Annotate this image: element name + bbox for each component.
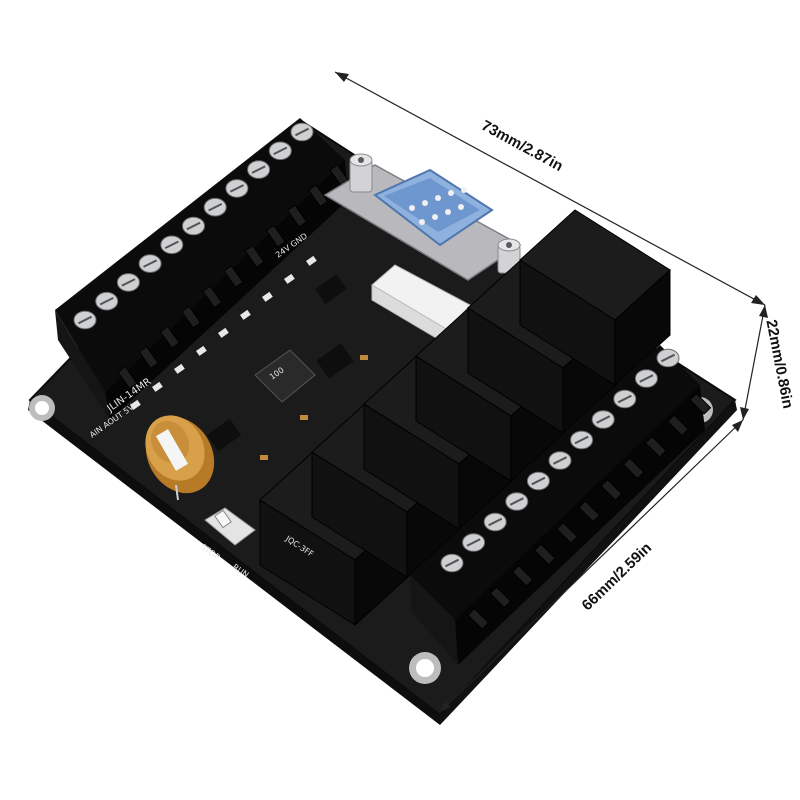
terminal-screw[interactable] [548,451,572,470]
dimension-line [742,304,766,421]
terminal-screw[interactable] [225,179,249,198]
led [196,345,207,356]
arrow-head [732,420,743,432]
db9-pin [458,204,464,210]
led [130,399,141,410]
terminal-screw[interactable] [138,254,162,273]
terminal-screw[interactable] [591,410,615,429]
db9-pin [435,195,441,201]
input-terminal-block [55,118,350,420]
arrow-head [751,295,765,305]
wire-slot [180,305,202,329]
db9-pin [461,187,467,193]
arrow-head [335,72,349,82]
led [284,273,295,284]
terminal-screw[interactable] [268,141,292,161]
height-label: 22mm/0.86in [762,318,796,410]
wire-slot [644,435,667,458]
db9-pin [432,214,438,220]
db9-pin [409,205,415,211]
wire-slot [578,500,601,523]
mounting-hole [29,395,55,421]
led [306,255,317,266]
led [217,327,229,338]
input-leds [130,255,317,410]
terminal-screw[interactable] [656,348,680,368]
length-label: 73mm/2.87in [479,117,566,175]
terminal-screw[interactable] [613,389,637,409]
terminal-screw[interactable] [160,235,184,255]
terminal-screw[interactable] [182,216,205,236]
terminal-screw[interactable] [440,553,464,573]
wire-slot [667,414,690,437]
wire-slot [286,204,308,228]
wire-slot [265,224,286,248]
db9-serial-connector [323,153,522,281]
wire-slot [308,184,329,208]
terminal-screw[interactable] [505,492,529,511]
wire-slot [622,457,645,480]
arrow-head [759,305,768,318]
white-header-connector [371,264,471,346]
terminal-screw[interactable] [526,471,550,491]
ic-chips [206,274,368,460]
terminal-screw[interactable] [247,160,271,179]
wire-slot [533,543,556,566]
terminal-screw[interactable] [570,430,594,450]
electrolytic-capacitor [145,415,215,501]
arrow-head [740,407,749,420]
wire-slot [689,392,712,415]
terminal-screw[interactable] [116,273,140,292]
wire-slot [138,345,159,369]
wire-slot [467,607,490,630]
output-terminal-block [410,345,712,665]
dimension-line [439,419,744,713]
terminal-screw[interactable] [203,197,227,217]
db9-pin [422,200,428,206]
wire-slot [600,478,623,501]
mounting-hole [409,652,441,684]
db9-pin [419,219,425,225]
wire-slot [511,564,534,587]
terminal-screw[interactable] [73,310,97,330]
terminal-screw[interactable] [483,512,507,532]
led [239,309,251,320]
relay [519,209,671,387]
dimension-line [334,71,766,306]
db9-pin [445,209,451,215]
arrow-head [440,700,451,712]
terminal-screw[interactable] [634,369,658,388]
wire-slot [117,366,138,390]
power-inductor: 100 [254,349,316,403]
led [152,381,163,392]
wire-slot [223,265,244,289]
terminal-screw[interactable] [290,122,314,142]
wire-slot [489,586,512,609]
wire-slot [244,244,265,268]
terminal-screw[interactable] [462,533,486,552]
terminal-screw[interactable] [95,291,119,311]
hex-standoff [349,153,373,193]
led [261,291,273,302]
dimension-height: 22mm/0.86in [740,304,796,421]
led [173,363,185,374]
db9-pin [448,190,454,196]
wire-slot [159,325,180,349]
relay-bank: JQC-3FF [259,209,671,627]
wire-slot [202,285,223,309]
wire-slot [556,521,579,544]
